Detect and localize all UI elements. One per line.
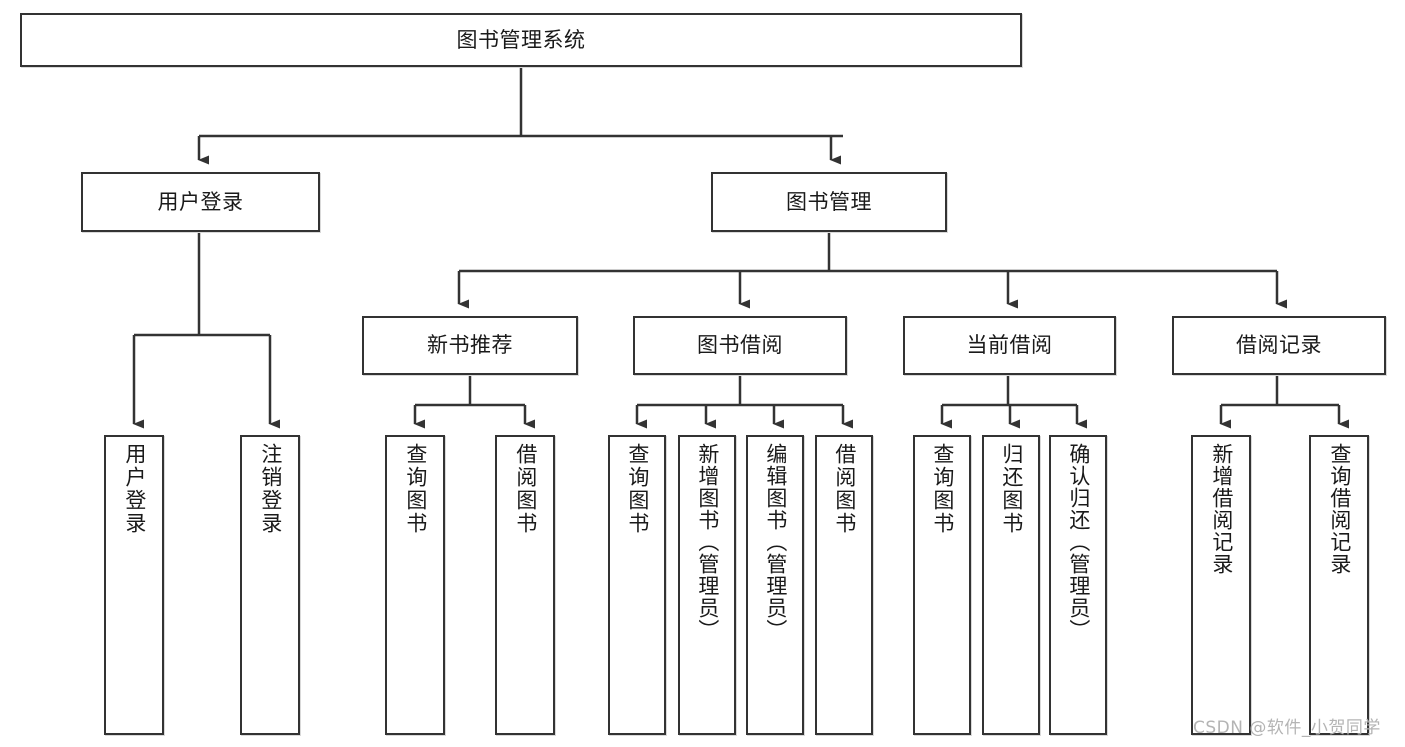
node-label: 确认归还（管理员） — [1066, 443, 1091, 641]
node-label: 查询图书 — [625, 443, 650, 535]
node-root-book-management-system[interactable]: 图书管理系统 — [20, 13, 1022, 67]
leaf-query-book-3[interactable]: 查询图书 — [913, 435, 971, 735]
leaf-add-book-admin[interactable]: 新增图书（管理员） — [678, 435, 736, 735]
node-label: 图书管理 — [786, 189, 872, 214]
node-label: 图书借阅 — [697, 333, 783, 358]
leaf-user-login[interactable]: 用户登录 — [104, 435, 164, 735]
leaf-confirm-return-admin[interactable]: 确认归还（管理员） — [1049, 435, 1107, 735]
node-book-management[interactable]: 图书管理 — [711, 172, 947, 232]
leaf-query-borrow-record[interactable]: 查询借阅记录 — [1309, 435, 1369, 735]
leaf-borrow-book-1[interactable]: 借阅图书 — [495, 435, 555, 735]
node-label: 借阅图书 — [513, 443, 538, 535]
node-label: 查询借阅记录 — [1327, 443, 1352, 575]
leaf-edit-book-admin[interactable]: 编辑图书（管理员） — [746, 435, 804, 735]
node-current-borrow[interactable]: 当前借阅 — [903, 316, 1116, 375]
node-label: 用户登录 — [122, 443, 147, 535]
leaf-add-borrow-record[interactable]: 新增借阅记录 — [1191, 435, 1251, 735]
node-label: 归还图书 — [999, 443, 1024, 535]
node-label: 查询图书 — [403, 443, 428, 535]
node-label: 借阅记录 — [1236, 333, 1322, 358]
leaf-return-book[interactable]: 归还图书 — [982, 435, 1040, 735]
node-label: 新书推荐 — [427, 333, 513, 358]
node-label: 编辑图书（管理员） — [763, 443, 788, 641]
node-label: 图书管理系统 — [456, 27, 586, 52]
node-label: 当前借阅 — [966, 333, 1053, 358]
leaf-logout-login[interactable]: 注销登录 — [240, 435, 300, 735]
node-label: 新增图书（管理员） — [695, 443, 720, 641]
leaf-query-book-2[interactable]: 查询图书 — [608, 435, 666, 735]
node-label: 用户登录 — [157, 189, 244, 214]
node-book-borrow[interactable]: 图书借阅 — [633, 316, 847, 375]
node-label: 注销登录 — [258, 443, 283, 535]
watermark-text: CSDN @软件_小贺同学 — [1193, 718, 1381, 738]
node-label: 借阅图书 — [832, 443, 857, 535]
node-borrow-record[interactable]: 借阅记录 — [1172, 316, 1386, 375]
node-new-book-recommend[interactable]: 新书推荐 — [362, 316, 578, 375]
leaf-borrow-book-2[interactable]: 借阅图书 — [815, 435, 873, 735]
node-label: 查询图书 — [930, 443, 955, 535]
node-user-login[interactable]: 用户登录 — [81, 172, 320, 232]
leaf-query-book-1[interactable]: 查询图书 — [385, 435, 445, 735]
node-label: 新增借阅记录 — [1209, 443, 1234, 575]
